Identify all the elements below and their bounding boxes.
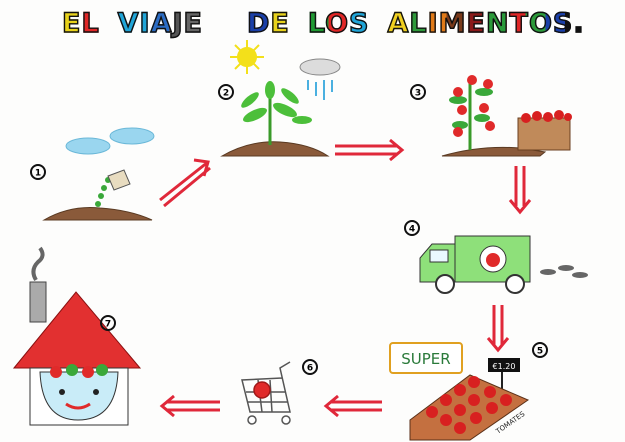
step-number-text: 6 bbox=[307, 364, 313, 374]
sprout-icon bbox=[241, 81, 312, 145]
step-number-6: 6 bbox=[302, 359, 318, 375]
step-3-harvest bbox=[441, 75, 572, 157]
step-1-seeds bbox=[42, 127, 155, 221]
chimney-smoke-icon bbox=[31, 246, 45, 282]
salad-bowl-icon bbox=[39, 371, 119, 421]
price-tag-text: €1.20 bbox=[493, 362, 516, 371]
rain-cloud-icon bbox=[299, 58, 341, 100]
arrow-1-to-2 bbox=[159, 158, 211, 208]
step-number-3: 3 bbox=[410, 84, 426, 100]
cloud-icon bbox=[65, 137, 111, 155]
step-number-text: 4 bbox=[409, 225, 415, 235]
title-word: VIAJE bbox=[117, 7, 203, 39]
step-number-text: 5 bbox=[537, 347, 543, 357]
soil-icon bbox=[220, 141, 330, 157]
step-number-text: 2 bbox=[223, 89, 229, 99]
title-word: ALIMENTOS. bbox=[387, 7, 585, 39]
arrow-5-to-6 bbox=[323, 394, 382, 418]
exhaust-smoke-icon bbox=[540, 265, 588, 278]
supermarket-sign: SUPER bbox=[401, 350, 450, 368]
chimney-icon bbox=[29, 281, 47, 323]
tomato-crate-icon bbox=[517, 110, 572, 151]
step-number-text: 7 bbox=[105, 320, 111, 330]
step-2-plant bbox=[220, 40, 341, 157]
arrow-2-to-3 bbox=[335, 138, 405, 162]
title-word: DE bbox=[246, 7, 290, 39]
step-number-7: 7 bbox=[100, 315, 116, 331]
price-tag bbox=[488, 358, 520, 372]
step-number-5: 5 bbox=[532, 342, 548, 358]
step-markers: 1 2 3 4 5 6 7 bbox=[30, 84, 548, 375]
step-5-supermarket: SUPER €1.20 TOMATES bbox=[389, 342, 530, 441]
step-7-house bbox=[12, 246, 142, 426]
drawing-title: EL VIAJE DE LOS ALIMENTOS. bbox=[61, 7, 603, 39]
step-number-text: 3 bbox=[415, 89, 421, 99]
seed-bag-icon bbox=[107, 169, 131, 191]
title-word: EL bbox=[61, 7, 100, 39]
arrows bbox=[159, 138, 532, 418]
arrow-4-to-5 bbox=[486, 305, 510, 353]
step-6-shopping-cart bbox=[241, 361, 291, 425]
soil-icon bbox=[42, 207, 153, 221]
sun-icon bbox=[230, 40, 264, 74]
step-4-truck bbox=[419, 235, 588, 294]
title-word: LOS bbox=[307, 7, 370, 39]
step-number-text: 1 bbox=[35, 169, 41, 179]
step-number-2: 2 bbox=[218, 84, 234, 100]
step-number-1: 1 bbox=[30, 164, 46, 180]
arrow-6-to-7 bbox=[159, 394, 220, 418]
tomato-crate-icon bbox=[409, 374, 530, 441]
cloud-icon bbox=[109, 127, 155, 145]
step-number-4: 4 bbox=[404, 220, 420, 236]
arrow-3-to-4 bbox=[508, 166, 532, 215]
seeds-icon bbox=[95, 177, 111, 207]
